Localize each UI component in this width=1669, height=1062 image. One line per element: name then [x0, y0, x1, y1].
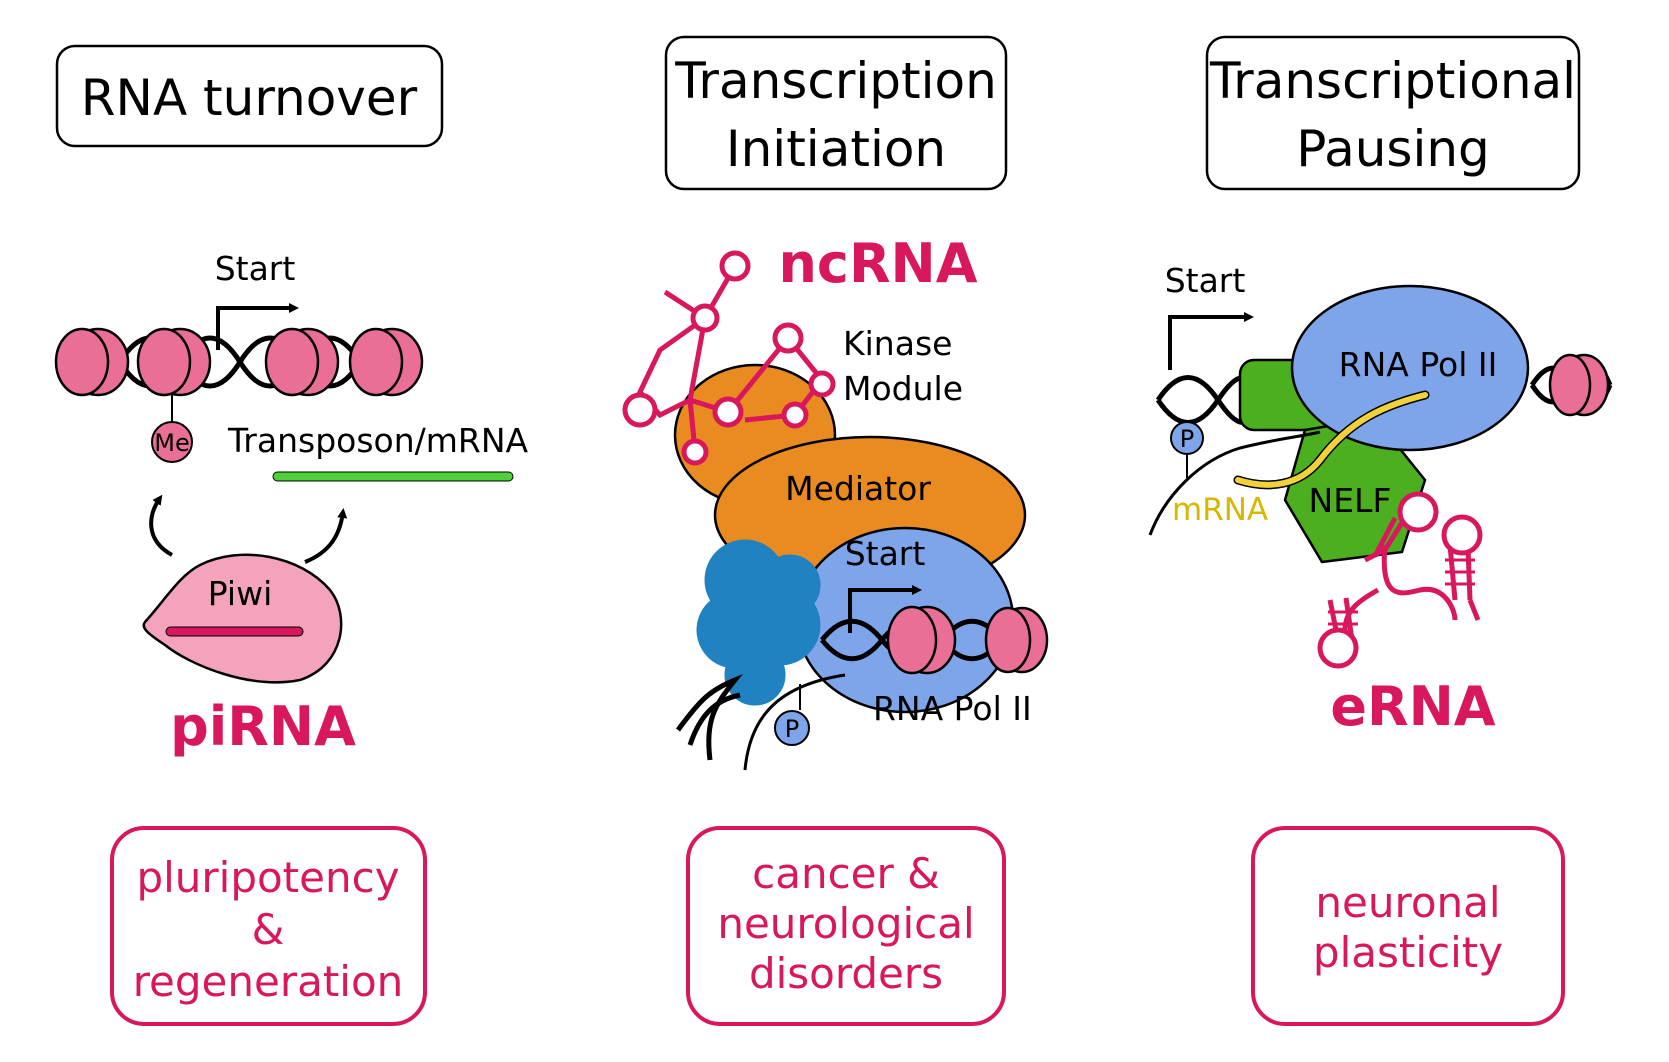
- disease-text: neurological: [717, 899, 974, 948]
- disease-text: neuronal: [1315, 878, 1500, 927]
- piwi-protein: [142, 553, 343, 684]
- transposon-label: Transposon/mRNA: [227, 421, 529, 460]
- pol-label: RNA Pol II: [873, 689, 1032, 728]
- nelf-label: NELF: [1309, 481, 1392, 520]
- start-arrow-icon: [848, 585, 922, 633]
- title-box-rna-turnover: [55, 44, 444, 148]
- start-label: Start: [1165, 261, 1246, 300]
- start-label: Start: [845, 534, 926, 573]
- phosphate-label: P: [1180, 425, 1194, 453]
- title-transcriptional-pausing: Pausing: [1296, 120, 1490, 178]
- rna-name-pirna: piRNA: [170, 695, 356, 758]
- mediator-label: Mediator: [785, 469, 931, 508]
- nucleosome: [54, 327, 130, 397]
- phosphate-icon: [1170, 421, 1204, 455]
- ctd-strand: [1148, 430, 1321, 536]
- mrna-strand: [743, 673, 846, 771]
- disease-box-erna: [1251, 826, 1565, 1026]
- disease-text: plasticity: [1313, 928, 1503, 977]
- disease-text: pluripotency: [136, 853, 399, 902]
- curved-arrow-icon: [304, 508, 348, 564]
- disease-text: cancer &: [752, 849, 940, 898]
- nucleosome: [136, 327, 212, 397]
- panel-rna-turnover: RNA turnover Start Me Tr: [54, 44, 529, 1026]
- nucleosome: [984, 606, 1049, 674]
- rna-name-ncrna: ncRNA: [778, 232, 977, 295]
- erna-structure: [1317, 491, 1483, 669]
- mrna-label: mRNA: [1172, 492, 1268, 528]
- phosphate-icon: [774, 710, 810, 746]
- pirna-strand: [165, 626, 304, 637]
- disease-box-ncrna: [686, 826, 1006, 1026]
- nucleosome: [348, 327, 424, 397]
- title-box-transcription-initiation: [664, 35, 1008, 191]
- panel-transcription-initiation: Transcription Initiation ncRNA Kinase Mo…: [622, 35, 1049, 1026]
- methyl-mark-icon: [151, 421, 193, 463]
- curved-arrow-icon: [149, 494, 174, 557]
- rna-pol-ii: [1290, 284, 1530, 452]
- title-transcription-initiation: Initiation: [726, 120, 946, 178]
- piwi-label: Piwi: [208, 574, 273, 613]
- nucleosome: [264, 327, 340, 397]
- nucleosome: [886, 605, 957, 675]
- transposon-strand: [272, 471, 514, 482]
- title-box-transcriptional-pausing: [1205, 35, 1581, 191]
- title-transcriptional-pausing: Transcriptional: [1209, 52, 1576, 110]
- kinase-label: Kinase: [843, 324, 952, 363]
- start-label: Start: [215, 249, 296, 288]
- disease-text: regeneration: [133, 957, 404, 1006]
- panel-transcriptional-pausing: Transcriptional Pausing Start NELF RNA P…: [1148, 35, 1613, 1026]
- start-arrow-icon: [1168, 312, 1254, 370]
- ncrna-structure: [622, 250, 836, 466]
- nucleosome: [1548, 353, 1610, 417]
- methyl-label: Me: [154, 429, 189, 457]
- title-rna-turnover: RNA turnover: [81, 69, 418, 127]
- disease-text: disorders: [749, 949, 943, 998]
- disease-box-pirna: [110, 826, 427, 1026]
- general-transcription-factors: [696, 539, 821, 706]
- start-arrow-icon: [216, 303, 299, 350]
- rna-name-erna: eRNA: [1330, 675, 1495, 738]
- title-transcription-initiation: Transcription: [674, 52, 997, 110]
- kinase-label: Module: [843, 369, 963, 408]
- disease-text: &: [252, 905, 285, 954]
- pol-label: RNA Pol II: [1339, 345, 1498, 384]
- phosphate-label: P: [785, 715, 799, 743]
